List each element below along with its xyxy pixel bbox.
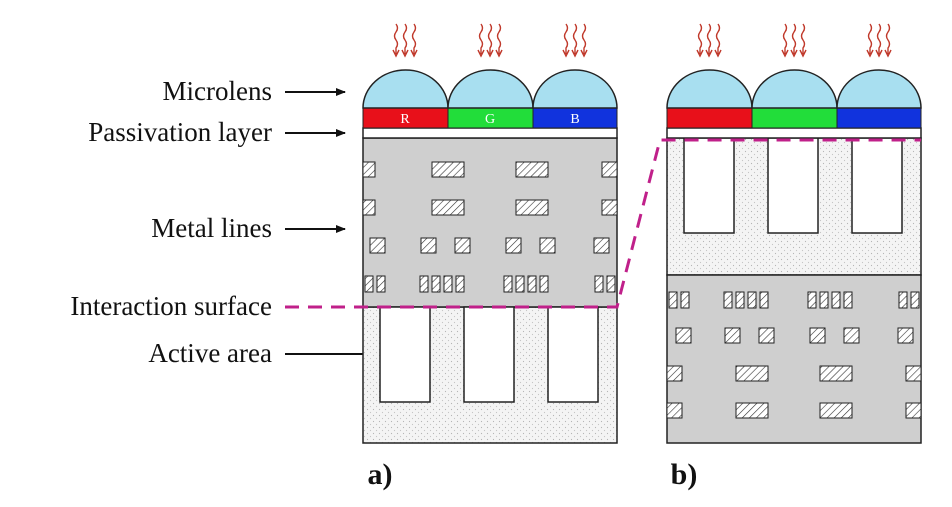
panel-a-metal-row-1 bbox=[362, 161, 618, 178]
panel-b-passivation bbox=[666, 127, 922, 139]
panel-a-metal-layer bbox=[362, 137, 618, 308]
light-ray-icon bbox=[781, 23, 807, 58]
panel-b-photodiode bbox=[683, 137, 735, 234]
panel-b-photodiode bbox=[767, 137, 819, 234]
label-interaction-surface: Interaction surface bbox=[70, 291, 272, 321]
subfigure-label-b: b) bbox=[671, 458, 698, 491]
panel-b-metal-layer bbox=[666, 274, 922, 444]
panel-b bbox=[666, 23, 922, 444]
panel-a-microlens bbox=[362, 69, 449, 109]
panel-b-filter-blue bbox=[836, 107, 922, 129]
label-metal-lines: Metal lines bbox=[151, 213, 272, 243]
filter-label-r: R bbox=[400, 112, 410, 127]
filter-label-b: B bbox=[570, 112, 579, 127]
panel-b-filter-red bbox=[666, 107, 753, 129]
panel-b-microlens bbox=[751, 69, 838, 109]
panel-a-light-icons bbox=[392, 23, 588, 58]
panel-a: R G B bbox=[362, 23, 618, 444]
panel-b-filter-green bbox=[751, 107, 838, 129]
light-ray-icon bbox=[562, 23, 588, 58]
light-ray-icon bbox=[696, 23, 722, 58]
panel-b-metal-row-1 bbox=[668, 291, 920, 309]
panel-b-photodiode bbox=[851, 137, 903, 234]
light-ray-icon bbox=[477, 23, 503, 58]
panel-a-passivation bbox=[362, 127, 618, 139]
panel-a-photodiode bbox=[463, 306, 515, 403]
panel-b-light-icons bbox=[696, 23, 892, 58]
panel-b-microlens bbox=[836, 69, 922, 109]
subfigure-label-a: a) bbox=[368, 458, 393, 491]
light-ray-icon bbox=[392, 23, 418, 58]
panel-b-metal-row-3 bbox=[666, 365, 922, 382]
filter-label-g: G bbox=[485, 112, 495, 127]
panel-a-photodiode bbox=[379, 306, 431, 403]
label-microlens: Microlens bbox=[163, 76, 272, 106]
panel-b-metal-row-2 bbox=[675, 327, 914, 344]
panel-a-metal-row-4 bbox=[364, 275, 616, 293]
interaction-surface-line bbox=[285, 138, 921, 309]
label-active-area: Active area bbox=[148, 338, 272, 368]
panel-a-microlens bbox=[532, 69, 618, 109]
panel-b-metal-row-4 bbox=[666, 402, 922, 419]
panel-b-microlens bbox=[666, 69, 753, 109]
panel-a-photodiode bbox=[547, 306, 599, 403]
label-passivation-layer: Passivation layer bbox=[88, 117, 272, 147]
panel-a-microlens bbox=[447, 69, 534, 109]
light-ray-icon bbox=[866, 23, 892, 58]
panel-a-metal-row-2 bbox=[362, 199, 618, 216]
panel-a-metal-row-3 bbox=[369, 237, 610, 254]
